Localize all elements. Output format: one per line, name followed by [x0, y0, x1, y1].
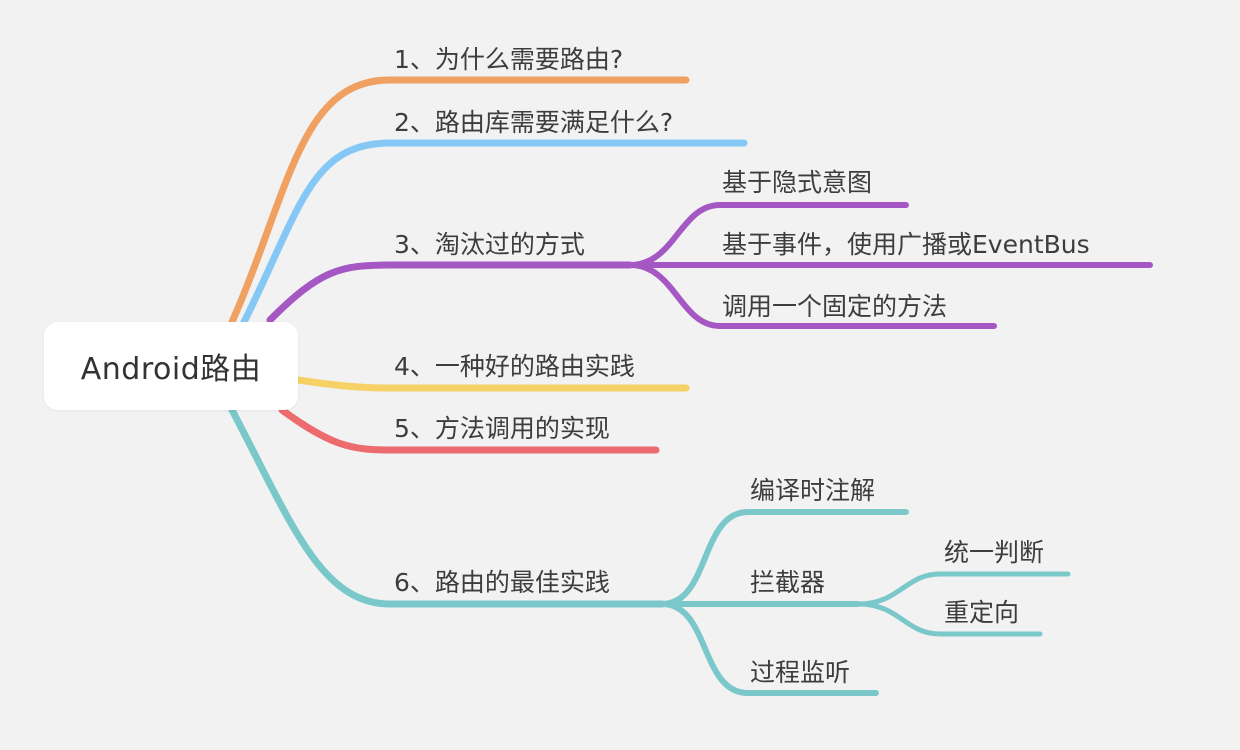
branch-6-child-2-sub-2-label[interactable]: 重定向 — [944, 598, 1020, 627]
connector-6 — [228, 406, 666, 608]
branch-3-child-3-label[interactable]: 调用一个固定的方法 — [722, 292, 948, 321]
branch-3-child-1-label[interactable]: 基于隐式意图 — [722, 168, 873, 197]
root-node[interactable]: Android路由 — [44, 322, 298, 410]
branch-6-child-2-sub-1-label[interactable]: 统一判断 — [944, 538, 1045, 567]
connector-6c — [659, 601, 879, 696]
connector-6a — [659, 509, 909, 607]
branch-4-label[interactable]: 4、一种好的路由实践 — [394, 352, 635, 381]
branch-1-label[interactable]: 1、为什么需要路由? — [394, 45, 624, 74]
branch-6-child-1-label[interactable]: 编译时注解 — [750, 476, 876, 505]
branch-3-child-2-label[interactable]: 基于事件，使用广播或EventBus — [722, 230, 1090, 259]
branch-5-label[interactable]: 5、方法调用的实现 — [394, 414, 610, 443]
branch-6-child-3-label[interactable]: 过程监听 — [750, 658, 851, 687]
connector-3 — [266, 261, 634, 324]
branch-6-label[interactable]: 6、路由的最佳实践 — [394, 568, 610, 597]
connector-6b2 — [855, 601, 1043, 637]
root-label: Android路由 — [80, 352, 262, 387]
branch-6-child-2-label[interactable]: 拦截器 — [750, 568, 826, 597]
connector-6b1 — [855, 571, 1071, 607]
connector-2 — [240, 139, 748, 326]
connector-1 — [228, 76, 690, 326]
connector-3c — [627, 262, 997, 329]
branch-3-label[interactable]: 3、淘汰过的方式 — [394, 230, 585, 259]
branch-2-label[interactable]: 2、路由库需要满足什么? — [394, 108, 674, 137]
connector-5 — [278, 406, 660, 454]
connector-4 — [294, 376, 690, 392]
